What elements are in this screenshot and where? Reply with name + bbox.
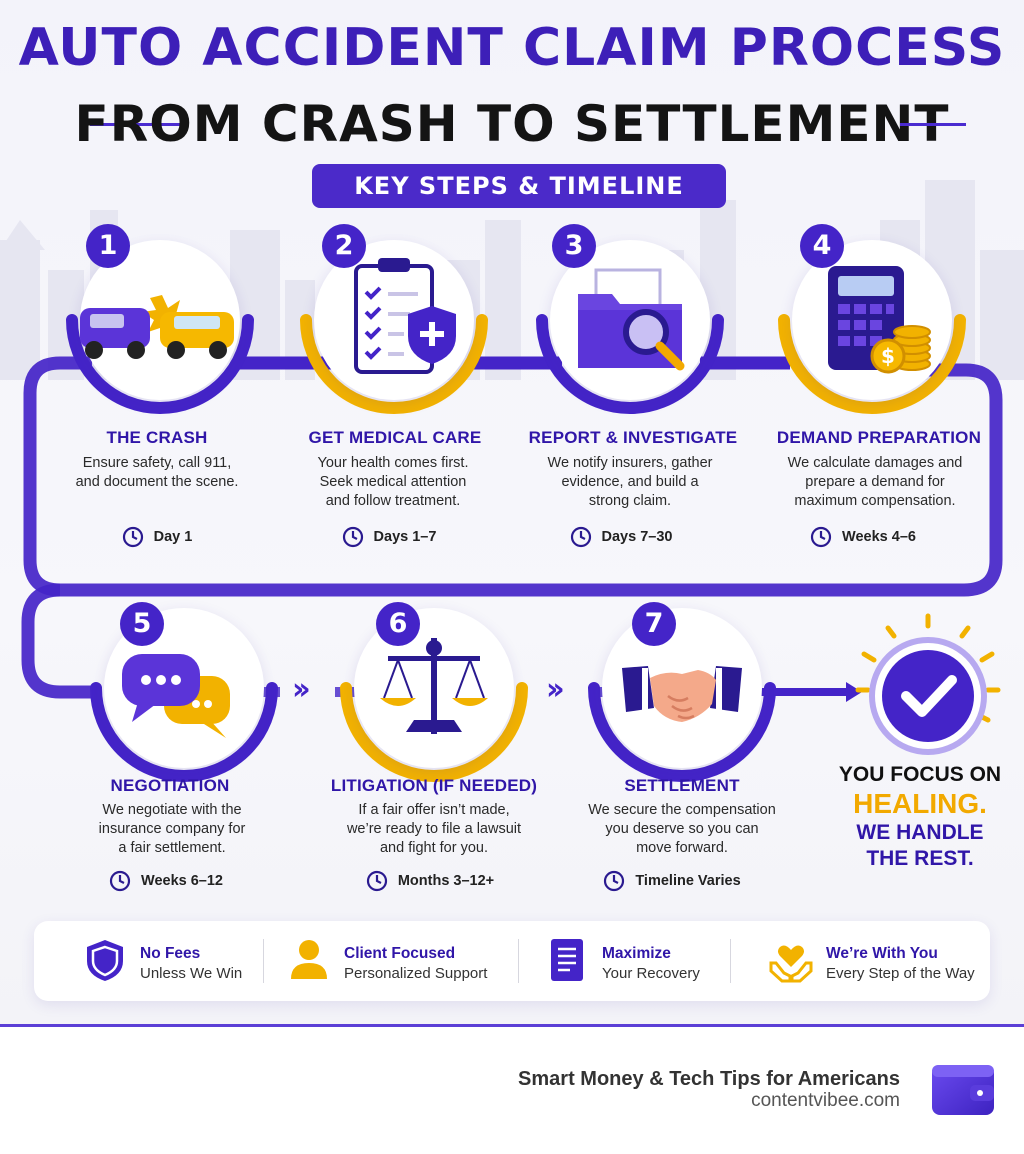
step-5-time: Weeks 6–12 xyxy=(66,868,266,894)
step-4-desc: We calculate damages and prepare a deman… xyxy=(787,455,963,509)
feature-maximize: Maximize Your Recovery xyxy=(544,921,780,1001)
page-subtitle: FROM CRASH TO SETTLEMENT xyxy=(74,95,950,153)
infographic-canvas: AUTO ACCIDENT CLAIM PROCESS FROM CRASH T… xyxy=(0,0,1024,1025)
step-1-desc: Ensure safety, call 911, and document th… xyxy=(75,455,239,490)
step-3-desc: We notify insurers, gather evidence, and… xyxy=(547,455,713,509)
clock-icon xyxy=(342,526,363,548)
chat-bubbles-icon xyxy=(122,654,230,738)
feature-divider xyxy=(518,939,519,983)
step-7-time: Timeline Varies xyxy=(572,868,772,894)
step-6-number: 6 xyxy=(376,602,420,646)
step-1-title: THE CRASH xyxy=(106,428,208,447)
step-7-number: 7 xyxy=(632,602,676,646)
clock-icon xyxy=(604,870,625,892)
subtitle-rule-right xyxy=(900,123,966,126)
wallet-icon xyxy=(932,1065,994,1115)
clock-icon xyxy=(810,526,832,548)
feature-no-fees: No Fees Unless We Win xyxy=(82,921,318,1001)
footer-divider xyxy=(0,1024,1024,1027)
step-7-icon-circle xyxy=(602,608,762,768)
step-2-desc: Your health comes first. Seek medical at… xyxy=(317,455,469,509)
step-3-time: Days 7–30 xyxy=(521,524,721,550)
step-5-title: NEGOTIATION xyxy=(110,776,230,795)
car-crash-icon xyxy=(80,295,234,359)
step-7-desc: We secure the compensation you deserve s… xyxy=(588,802,776,856)
footer-site-link[interactable]: contentvibee.com xyxy=(751,1090,900,1111)
step-5-desc: We negotiate with the insurance company … xyxy=(98,802,246,856)
step-7-title: SETTLEMENT xyxy=(624,776,740,795)
footer-tagline: Smart Money & Tech Tips for Americans xyxy=(518,1068,900,1090)
step-2-title: GET MEDICAL CARE xyxy=(308,428,482,447)
person-icon xyxy=(291,940,327,979)
chevron-right-icon: ›› xyxy=(546,672,565,707)
step-2-time: Days 1–7 xyxy=(289,524,489,550)
feature-divider xyxy=(730,939,731,983)
features-bar: No Fees Unless We Win Client Focused Per… xyxy=(34,921,990,1001)
step-6-desc: If a fair offer isn’t made, we’re ready … xyxy=(346,802,522,856)
clipboard-shield-icon xyxy=(354,258,456,374)
step-3-title: REPORT & INVESTIGATE xyxy=(528,428,738,447)
calculator-coins-icon: $ xyxy=(828,266,931,374)
step-2-number: 2 xyxy=(322,224,366,268)
document-icon xyxy=(551,939,583,981)
step-4-time: Weeks 4–6 xyxy=(763,524,963,550)
step-1-time: Day 1 xyxy=(57,524,257,550)
step-6-title: LITIGATION (IF NEEDED) xyxy=(330,776,538,795)
step-rings xyxy=(66,314,966,782)
clock-icon xyxy=(366,870,387,892)
feature-client-focused: Client Focused Personalized Support xyxy=(286,921,522,1001)
heart-hands-icon xyxy=(769,945,813,983)
step-3-number: 3 xyxy=(552,224,596,268)
page-title: AUTO ACCIDENT CLAIM PROCESS xyxy=(18,18,1006,78)
step-5-number: 5 xyxy=(120,602,164,646)
folder-search-icon xyxy=(578,268,685,371)
step-6-icon-circle xyxy=(354,608,514,768)
subtitle-rule-left xyxy=(90,123,182,126)
clock-icon xyxy=(122,526,143,548)
clock-icon xyxy=(109,870,131,892)
handshake-icon xyxy=(622,666,742,722)
shield-icon xyxy=(87,940,123,981)
clock-icon xyxy=(570,526,591,548)
closing-message: YOU FOCUS ON HEALING. WE HANDLE THE REST… xyxy=(838,763,1002,870)
feature-with-you: We’re With You Every Step of the Way xyxy=(768,921,1004,1001)
section-label: KEY STEPS & TIMELINE xyxy=(312,164,726,208)
feature-divider xyxy=(263,939,264,983)
step-1-number: 1 xyxy=(86,224,130,268)
step-4-number: 4 xyxy=(800,224,844,268)
subtitle-row: FROM CRASH TO SETTLEMENT xyxy=(0,95,1024,155)
checkmark-icon xyxy=(855,613,1001,755)
scales-icon xyxy=(380,638,488,734)
step-6-time: Months 3–12+ xyxy=(330,868,530,894)
chevron-right-icon: ›› xyxy=(292,672,311,707)
svg-text:$: $ xyxy=(881,344,895,368)
step-4-title: DEMAND PREPARATION xyxy=(776,428,982,447)
